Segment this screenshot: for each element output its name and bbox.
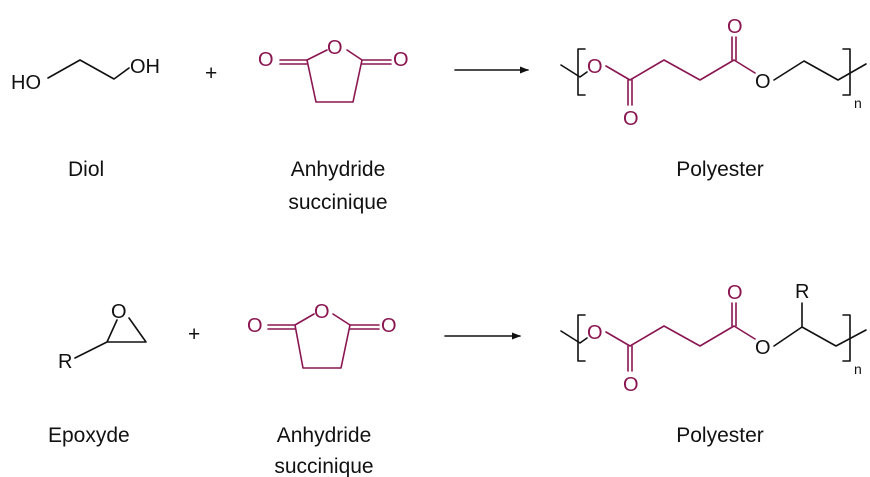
anhydride-1-ring-oxygen: O bbox=[327, 37, 343, 59]
anhydride-1-label-line-1: Anhydride bbox=[291, 158, 386, 181]
polyester-1-right-bracket bbox=[842, 48, 851, 96]
anhydride-1-right-carbonyl-oxygen: O bbox=[393, 49, 409, 71]
polyester-structure-2: O O O O R n bbox=[560, 281, 867, 396]
polyester-2-repeat-index: n bbox=[854, 361, 862, 377]
anhydride-1-left-carbonyl-oxygen: O bbox=[258, 49, 274, 71]
anhydride-2-label-line-2: succinique bbox=[274, 455, 373, 477]
polyester-1-ethylene-chain bbox=[773, 60, 867, 81]
polyester-2-left-bond bbox=[560, 330, 588, 344]
polyester-2-label: Polyester bbox=[676, 424, 764, 447]
polyester-1-ester-oxygen-2: O bbox=[755, 71, 771, 93]
polyester-1-ester-oxygen-1: O bbox=[587, 56, 603, 78]
polyester-1-left-bracket bbox=[577, 48, 586, 96]
polyester-1-left-bond bbox=[560, 64, 588, 78]
diol-carbon-chain bbox=[47, 59, 130, 80]
diol-structure: HO OH bbox=[11, 56, 160, 94]
polyester-structure-1: O O O O n bbox=[560, 16, 867, 130]
polyester-2-right-bracket bbox=[842, 314, 851, 362]
anhydride-1-label-line-2: succinique bbox=[288, 191, 387, 214]
polyester-2-lower-carbonyl-oxygen: O bbox=[623, 374, 639, 396]
diol-oh-label: OH bbox=[130, 56, 160, 78]
polyester-1-label: Polyester bbox=[676, 158, 764, 181]
anhydride-1-left-carbonyl-bond bbox=[279, 59, 308, 65]
reaction-1: HO OH + O O O O O O O n bbox=[11, 16, 867, 214]
anhydride-2-left-carbonyl-oxygen: O bbox=[247, 315, 263, 337]
anhydride-2-ring bbox=[294, 313, 351, 369]
polyester-2-ester-oxygen-1: O bbox=[587, 322, 603, 344]
anhydride-2-right-carbonyl-oxygen: O bbox=[381, 315, 397, 337]
polyester-1-repeat-index: n bbox=[854, 95, 862, 111]
polyester-2-succinyl-chain bbox=[605, 325, 756, 347]
polyester-1-upper-carbonyl-oxygen: O bbox=[727, 16, 743, 38]
polyester-2-lower-carbonyl-bond bbox=[627, 345, 633, 372]
epoxide-label: Epoxyde bbox=[48, 424, 130, 447]
polyester-1-upper-carbonyl-bond bbox=[731, 36, 737, 61]
polyester-2-substituted-chain bbox=[773, 302, 867, 347]
anhydride-2-label-line-1: Anhydride bbox=[277, 424, 372, 447]
anhydride-2-left-carbonyl-bond bbox=[267, 324, 296, 330]
plus-sign-2: + bbox=[188, 323, 200, 346]
epoxide-substituent: R bbox=[58, 351, 72, 373]
polyester-1-lower-carbonyl-oxygen: O bbox=[623, 108, 639, 130]
polyester-2-upper-carbonyl-bond bbox=[731, 302, 737, 327]
anhydride-structure-1: O O O bbox=[258, 37, 409, 103]
polyester-2-upper-carbonyl-oxygen: O bbox=[727, 282, 743, 304]
polyester-2-substituent: R bbox=[795, 281, 809, 303]
diol-label: Diol bbox=[68, 158, 104, 181]
diol-ho-label: HO bbox=[11, 72, 41, 94]
epoxide-bonds bbox=[74, 317, 147, 359]
polyester-1-succinyl-chain bbox=[605, 59, 756, 81]
epoxide-ring-oxygen: O bbox=[111, 301, 127, 323]
anhydride-structure-2: O O O bbox=[247, 301, 397, 369]
plus-sign-1: + bbox=[205, 62, 217, 85]
anhydride-1-ring bbox=[306, 49, 363, 103]
polyester-2-ester-oxygen-2: O bbox=[755, 337, 771, 359]
polyester-2-left-bracket bbox=[577, 314, 586, 362]
polyester-1-lower-carbonyl-bond bbox=[627, 79, 633, 106]
anhydride-1-right-carbonyl-bond bbox=[361, 59, 392, 65]
anhydride-2-right-carbonyl-bond bbox=[349, 324, 380, 330]
anhydride-2-ring-oxygen: O bbox=[314, 301, 330, 323]
reaction-2: O R + O O O O O O O R bbox=[48, 281, 867, 477]
epoxide-structure: O R bbox=[58, 301, 147, 373]
